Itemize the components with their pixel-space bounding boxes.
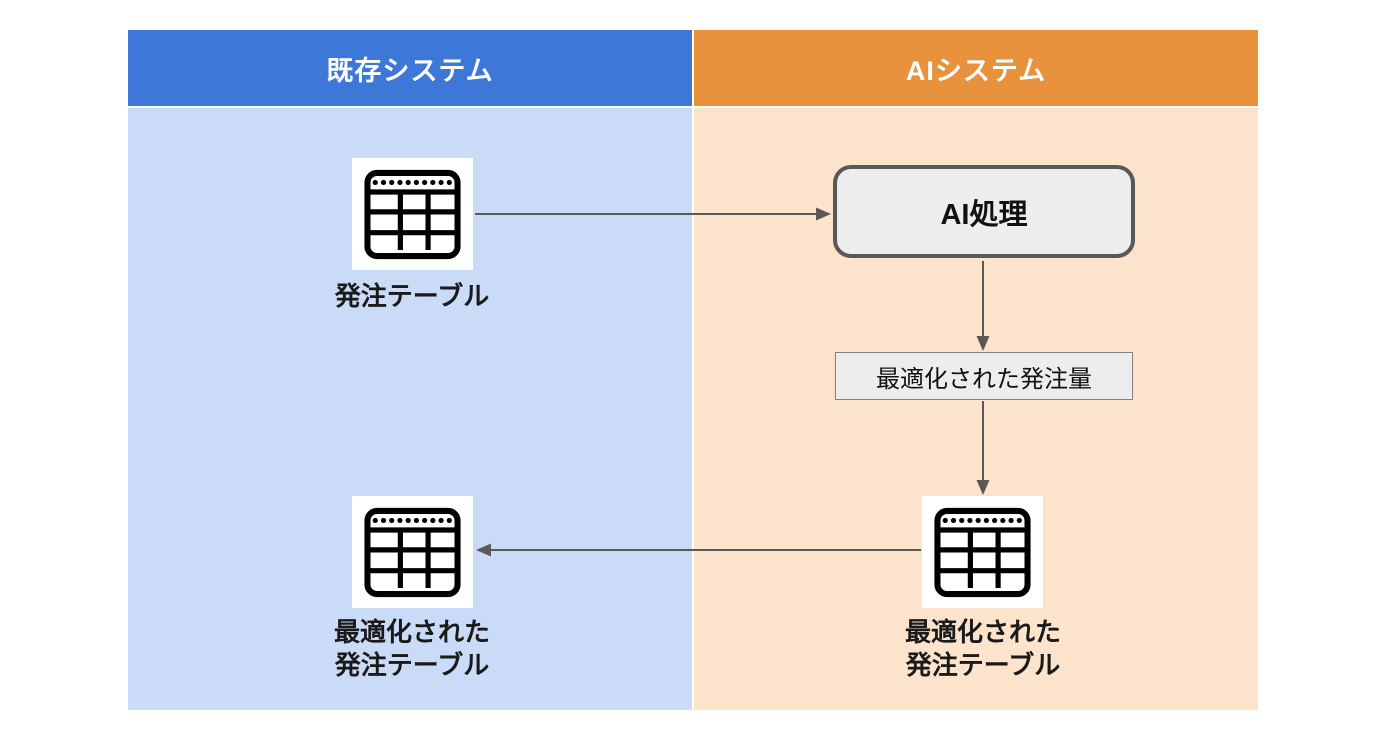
optimized-table-ai-label-line2: 発注テーブル (905, 650, 1061, 680)
lane-header-existing-system: 既存システム (128, 30, 692, 106)
optimized-table-ai-label: 最適化された 発注テーブル (863, 616, 1103, 682)
optimized-table-existing-label: 最適化された 発注テーブル (292, 616, 532, 682)
optimized-table-existing-icon (352, 496, 473, 608)
ai-process-label: AI処理 (940, 198, 1028, 231)
table-header-dots (942, 517, 1022, 523)
table-header-dots (372, 179, 452, 185)
optimized-table-ai-icon (922, 496, 1043, 608)
optimized-quantity-box: 最適化された発注量 (835, 352, 1133, 400)
table-icon (364, 169, 461, 259)
ai-process-box: AI処理 (833, 165, 1135, 258)
table-header-dots (372, 517, 452, 523)
order-table-icon (352, 158, 473, 270)
optimized-table-ai-label-line1: 最適化された (904, 617, 1061, 647)
table-icon (364, 507, 461, 597)
lane-header-ai-system: AIシステム (694, 30, 1258, 106)
optimized-quantity-label: 最適化された発注量 (876, 365, 1092, 393)
order-table-label: 発注テーブル (334, 281, 490, 311)
optimized-table-existing-label-line1: 最適化された (333, 617, 490, 647)
optimized-table-existing-label-line2: 発注テーブル (334, 650, 490, 680)
table-icon (934, 507, 1031, 597)
